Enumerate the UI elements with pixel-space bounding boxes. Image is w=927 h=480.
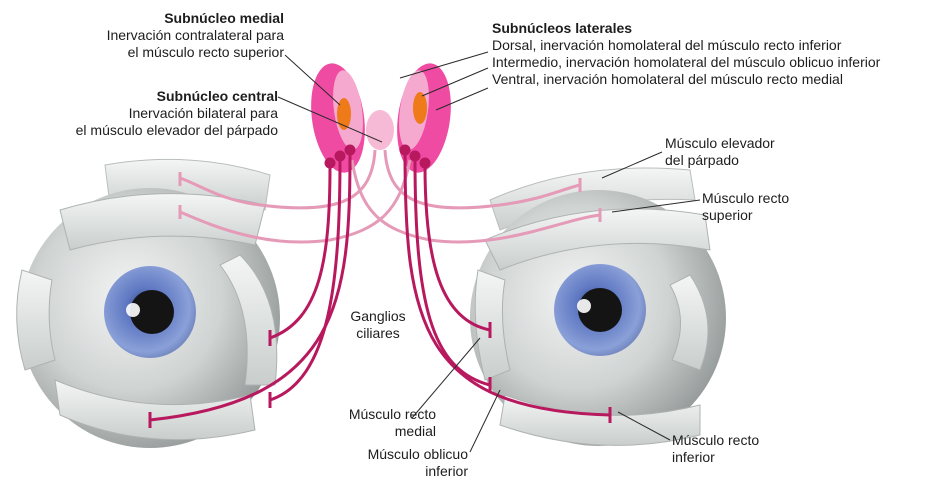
left-lateral-muscle <box>17 270 55 370</box>
label-inferior-oblique: Músculo oblicuo inferior <box>340 446 468 480</box>
label-levator-muscle: Músculo elevador del párpado <box>665 135 775 169</box>
right-eyeball <box>470 168 726 446</box>
label-ciliary-ganglia: Ganglios ciliares <box>342 308 414 342</box>
right-highlight <box>577 299 591 313</box>
central-subnucleus <box>366 110 394 150</box>
label-medial-subnucleus: Subnúcleo medial Inervación contralatera… <box>62 10 284 61</box>
label-lateral-subnuclei: Subnúcleos laterales Dorsal, inervación … <box>492 20 880 88</box>
label-medial-rectus: Músculo recto medial <box>318 406 436 440</box>
left-highlight <box>126 303 140 317</box>
label-superior-rectus: Músculo recto superior <box>702 190 789 224</box>
right-core <box>413 92 427 124</box>
label-central-subnucleus: Subnúcleo central Inervación bilateral p… <box>20 88 278 139</box>
label-inferior-rectus: Músculo recto inferior <box>672 432 759 466</box>
